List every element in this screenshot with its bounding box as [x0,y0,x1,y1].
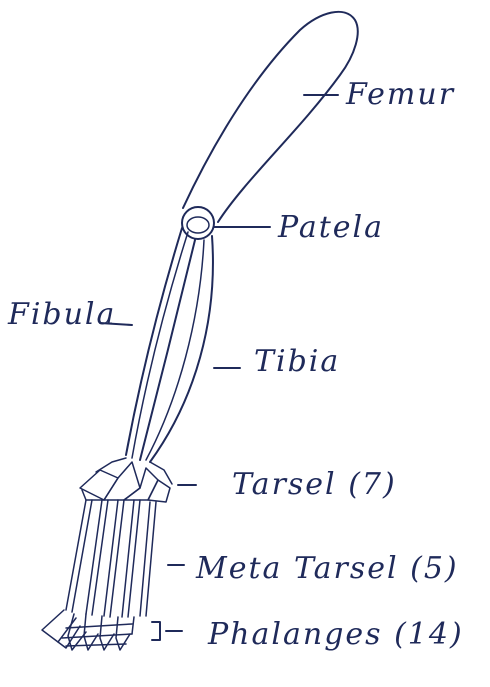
phalanges-bracket [152,622,160,640]
fibula-bone-inner [132,232,188,458]
fibula-bone [126,228,182,455]
femur-label: Femur [345,77,455,112]
patela-label: Patela [277,210,384,245]
tarsel-label: Tarsel (7) [232,467,397,502]
tibia-label: Tibia [254,344,340,379]
femur-bone [183,12,358,222]
patella-inner-ring [187,217,209,233]
phalanges-bones [42,610,134,650]
tarsal-bones [80,458,172,502]
metatarsal-bones [66,500,156,617]
meta-tarsel-label: Meta Tarsel (5) [195,551,459,586]
tibia-bone-right [150,236,213,462]
phalanges-label: Phalanges (14) [207,617,464,652]
fibula-label: Fibula [7,297,116,332]
